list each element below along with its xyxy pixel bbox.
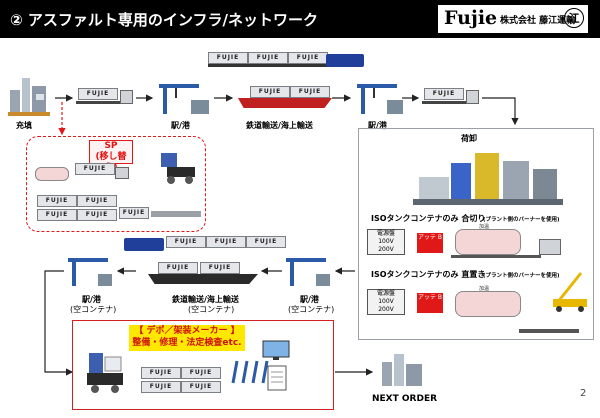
depot-box: 【 デポ／架装メーカー 】 整備・修理・法定検査etc. FUJIE FUJIE… [72, 320, 334, 410]
chassis [151, 211, 201, 217]
panel-v1: 100V [378, 238, 394, 245]
locomotive [124, 238, 164, 251]
iso-1-main: ISOタンクコンテナのみ 合切り [371, 214, 486, 223]
forklift-icon [161, 153, 195, 184]
label-rail-sea-return-sub: (空コンテナ) [188, 305, 235, 314]
port-crane-icon [68, 258, 112, 286]
container: FUJIE [424, 88, 464, 100]
mobile-crane-icon [553, 272, 587, 312]
depot-line-1: 【 デポ／架装メーカー 】 [134, 326, 240, 336]
red-control-box-2: アッテ B [417, 293, 443, 313]
port-crane-icon [159, 84, 209, 114]
asphalt-plant-icon [382, 354, 422, 386]
panel-v2: 200V [378, 246, 394, 253]
container: FUJIE [246, 236, 286, 248]
sp-label-box: SP (移し替え) [89, 140, 133, 173]
truck-sp: FUJIE [75, 163, 131, 183]
port-crane-icon [357, 84, 403, 114]
red-control-box-1: アッテ B [417, 233, 443, 253]
label-fill: 充填 [16, 121, 32, 130]
label-station-port-return-left: 駅/港 [82, 295, 101, 304]
sp-title: SP [104, 141, 118, 151]
container: FUJIE [248, 52, 288, 64]
container: FUJIE [208, 52, 248, 64]
label-station-port-1: 駅/港 [171, 121, 190, 130]
logo-mark: 江 [564, 8, 584, 28]
label-unloading: 荷卸 [461, 134, 477, 143]
iso-tank-2 [455, 291, 521, 317]
container: FUJIE [290, 86, 330, 98]
return-ship: FUJIE FUJIE [148, 262, 258, 288]
panel-title: 電源盤 [376, 230, 395, 237]
container: FUJIE [141, 381, 181, 393]
trailer-bed [76, 101, 120, 104]
container: FUJIE [158, 262, 198, 274]
unloading-box: 荷卸 ISOタンクコンテナのみ 合切り (プラント側のバーナーを使用) 電源盤 … [358, 128, 594, 340]
container: FUJIE [37, 195, 77, 207]
wrench-icon [231, 360, 269, 384]
label-station-port-2: 駅/港 [368, 121, 387, 130]
label-rail-sea-return: 鉄道輸送/海上輸送 [172, 295, 239, 304]
container: FUJIE [200, 262, 240, 274]
container: FUJIE [78, 88, 118, 100]
monitor-icon [262, 340, 290, 360]
container: FUJIE [206, 236, 246, 248]
power-panel-2: 電源盤 100V 200V [367, 289, 405, 315]
chassis [519, 329, 579, 333]
truck-2: FUJIE [422, 86, 480, 110]
label-station-port-return-left-sub: (空コンテナ) [70, 305, 117, 314]
return-train: FUJIE FUJIE FUJIE [124, 236, 286, 256]
iso-2-main: ISOタンクコンテナのみ 直置き [371, 270, 486, 279]
tank-label-1: 加温 [479, 224, 490, 230]
header-bar: ② アスファルト専用のインフラ/ネットワーク Fujie 株式会社 藤江運輸 江 [0, 0, 600, 38]
page-number: 2 [580, 388, 587, 399]
asphalt-plant-icon [413, 153, 563, 205]
container: FUJIE [77, 195, 117, 207]
label-station-port-return-right: 駅/港 [300, 295, 319, 304]
document-icon [267, 365, 287, 391]
iso-2-note: (プラント側のバーナーを使用) [483, 273, 560, 279]
logo-brand: Fujie [444, 7, 498, 29]
container: FUJIE [181, 381, 221, 393]
freight-train: FUJIE FUJIE FUJIE [208, 52, 364, 72]
company-logo: Fujie 株式会社 藤江運輸 江 [438, 5, 588, 33]
tank-label-2: 加温 [479, 286, 490, 292]
container: FUJIE [141, 367, 181, 379]
page-title: ② アスファルト専用のインフラ/ネットワーク [10, 11, 318, 29]
container: FUJIE [250, 86, 290, 98]
label-rail-sea-1: 鉄道輸送/海上輸送 [246, 121, 313, 130]
container: FUJIE [166, 236, 206, 248]
truck-cab [120, 90, 133, 104]
port-crane-icon [286, 258, 330, 286]
panel-v2: 200V [378, 306, 394, 313]
truck-1: FUJIE [76, 86, 134, 110]
asphalt-plant-icon [8, 78, 50, 116]
panel-v1: 100V [378, 298, 394, 305]
arrow-to-unloading [482, 97, 519, 126]
container: FUJIE [77, 209, 117, 221]
arrow-to-depot [44, 270, 74, 376]
power-panel-1: 電源盤 100V 200V [367, 229, 405, 255]
logo-company-name: 株式会社 藤江運輸 [500, 16, 576, 26]
forklift-icon [87, 353, 123, 393]
iso-tank-1 [455, 229, 521, 255]
sp-box: SP (移し替え) FUJIE FUJIE FUJIE FUJIE FUJIE … [26, 136, 206, 232]
label-next-order: NEXT ORDER [372, 394, 438, 404]
container: FUJIE [37, 209, 77, 221]
tank-trailer [35, 167, 69, 181]
depot-line-2: 整備・修理・法定検査etc. [132, 338, 242, 348]
panel-title: 電源盤 [376, 290, 395, 297]
container: FUJIE [181, 367, 221, 379]
locomotive [326, 54, 364, 67]
depot-label: 【 デポ／架装メーカー 】 整備・修理・法定検査etc. [129, 325, 245, 351]
container: FUJIE [75, 163, 115, 175]
container: FUJIE [119, 207, 149, 219]
container: FUJIE [288, 52, 328, 64]
label-station-port-return-right-sub: (空コンテナ) [288, 305, 335, 314]
truck-cab [539, 239, 561, 255]
cargo-ship: FUJIE FUJIE [238, 86, 332, 112]
chassis [451, 255, 541, 258]
iso-1-note: (プラント側のバーナーを使用) [483, 217, 560, 223]
